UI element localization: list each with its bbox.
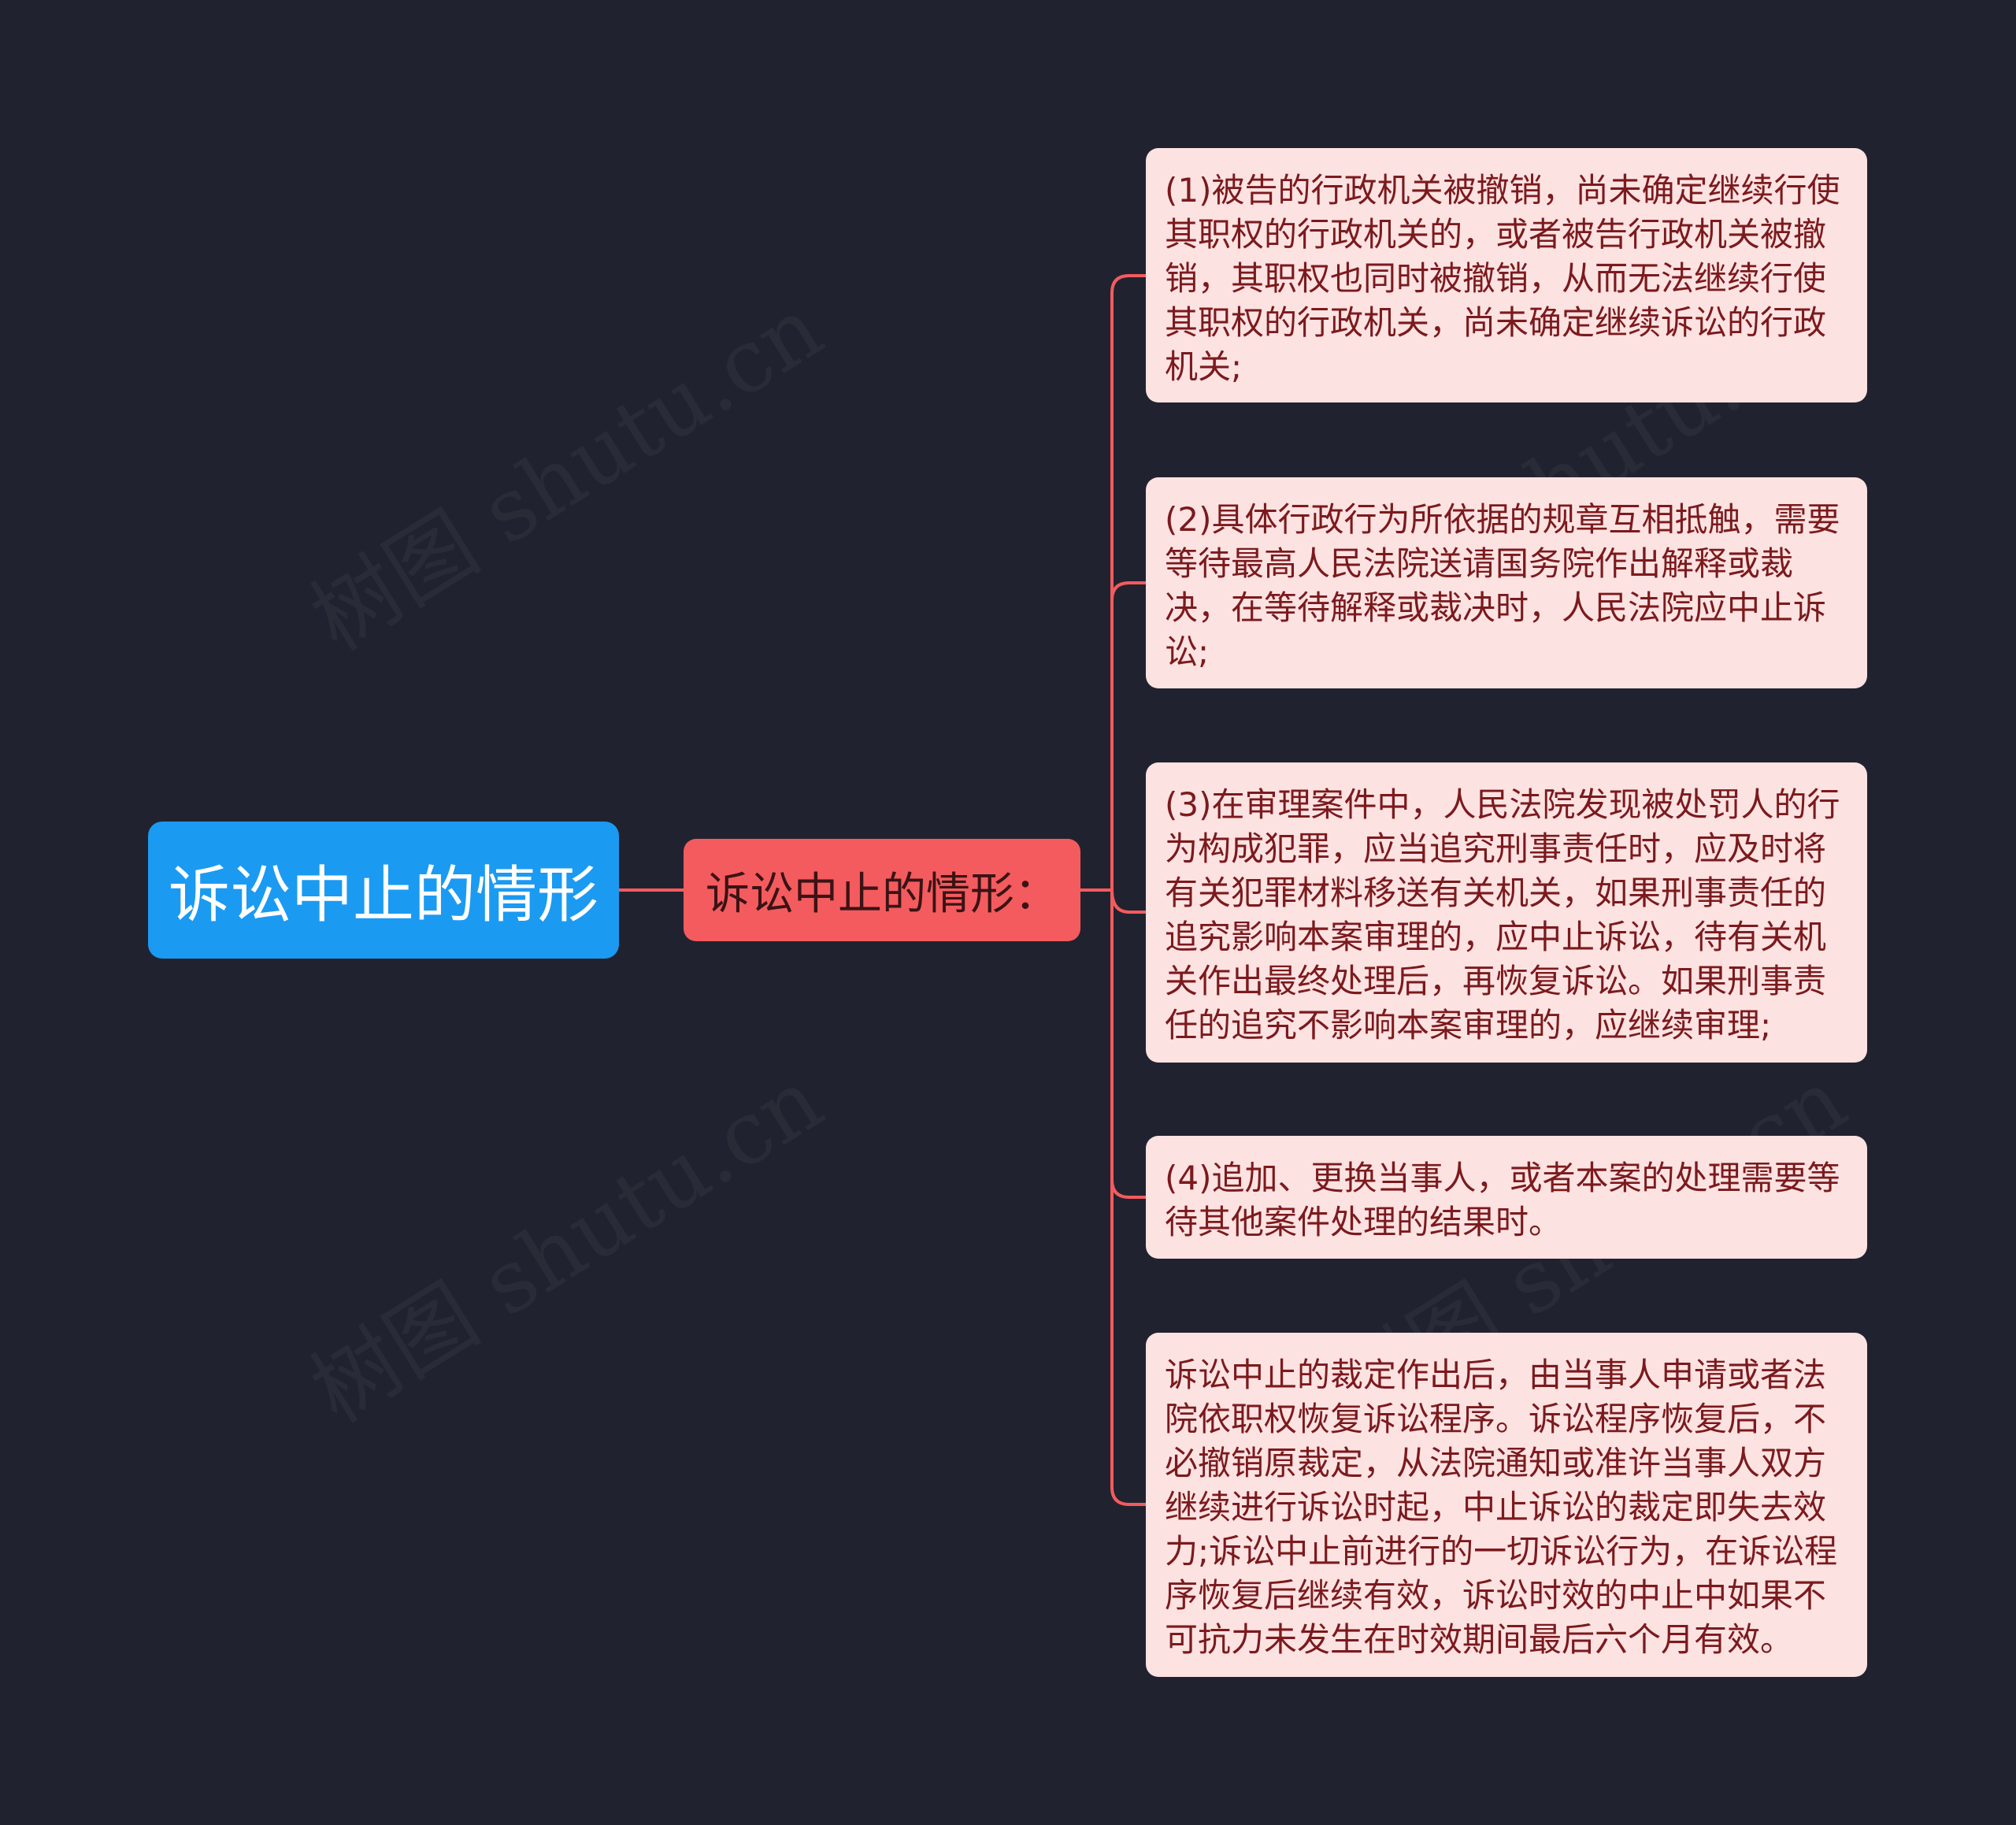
leaf-topic-3[interactable]: (3)在审理案件中，人民法院发现被处罚人的行为构成犯罪，应当追究刑事责任时，应及… [1146, 762, 1867, 1063]
connector-to-leaf-1 [1110, 274, 1146, 890]
leaf-topic-text: (3)在审理案件中，人民法院发现被处罚人的行为构成犯罪，应当追究刑事责任时，应及… [1165, 785, 1840, 1044]
connector-to-leaf-3 [1110, 889, 1146, 914]
leaf-topic-2[interactable]: (2)具体行政行为所依据的规章互相抵触，需要等待最高人民法院送请国务院作出解释或… [1146, 477, 1867, 688]
leaf-topic-text: (1)被告的行政机关被撤销，尚未确定继续行使其职权的行政机关的，或者被告行政机关… [1165, 171, 1840, 386]
branch-topic[interactable]: 诉讼中止的情形： [684, 839, 1080, 941]
root-topic[interactable]: 诉讼中止的情形 [148, 822, 619, 959]
leaf-topic-text: (2)具体行政行为所依据的规章互相抵触，需要等待最高人民法院送请国务院作出解释或… [1165, 500, 1840, 671]
connector-to-leaf-2 [1110, 581, 1146, 601]
leaf-topic-1[interactable]: (1)被告的行政机关被撤销，尚未确定继续行使其职权的行政机关的，或者被告行政机关… [1146, 148, 1867, 402]
leaf-topic-text: (4)追加、更换当事人，或者本案的处理需要等待其他案件处理的结果时。 [1165, 1159, 1840, 1241]
watermark: 树图 shutu.cn [284, 260, 842, 673]
connector-to-leaf-4 [1110, 890, 1146, 1199]
connector-to-leaf-5 [1110, 890, 1146, 1506]
leaf-topic-5[interactable]: 诉讼中止的裁定作出后，由当事人申请或者法院依职权恢复诉讼程序。诉讼程序恢复后，不… [1146, 1333, 1867, 1677]
leaf-topic-4[interactable]: (4)追加、更换当事人，或者本案的处理需要等待其他案件处理的结果时。 [1146, 1136, 1867, 1259]
watermark: 树图 shutu.cn [284, 1032, 842, 1445]
leaf-topic-text: 诉讼中止的裁定作出后，由当事人申请或者法院依职权恢复诉讼程序。诉讼程序恢复后，不… [1165, 1356, 1838, 1659]
